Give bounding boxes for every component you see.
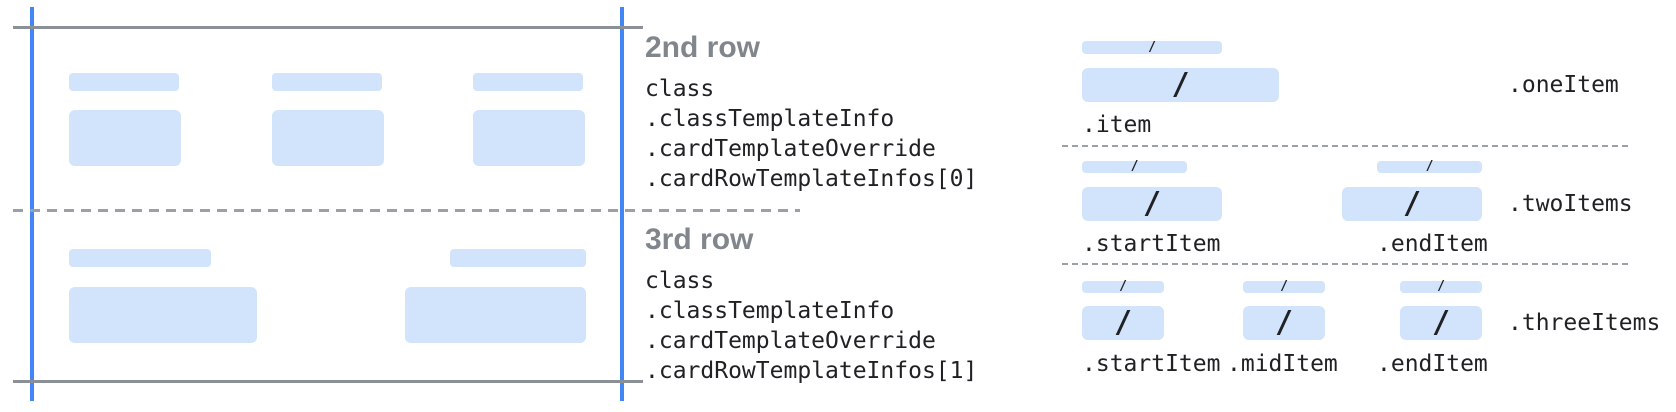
slash-glyph: / [1113, 305, 1133, 340]
third-row-description: 3rd row class .classTemplateInfo .cardTe… [645, 222, 1065, 386]
slash-glyph: / [1142, 186, 1162, 221]
item-value-bar: / [1243, 306, 1325, 340]
layout-name-label: .twoItems [1508, 191, 1633, 217]
card-field-value-skeleton [405, 287, 586, 343]
card-field-label-skeleton [69, 73, 179, 91]
card-field-label-skeleton [473, 73, 583, 91]
card-field-label-skeleton [272, 73, 382, 91]
slash-glyph: / [1431, 305, 1451, 340]
section-divider-dashed-line [1062, 145, 1632, 147]
item-label-bar: / [1082, 159, 1187, 174]
class-path-line: .classTemplateInfo [645, 106, 895, 132]
card-field-value-skeleton [69, 287, 257, 343]
slash-glyph: / [1437, 279, 1445, 294]
item-value-bar: / [1342, 187, 1482, 221]
item-label-bar: / [1400, 279, 1482, 294]
row-heading: 3rd row [645, 223, 754, 256]
class-path-line: .cardRowTemplateInfos[1] [645, 358, 978, 384]
card-top-boundary-line [13, 26, 643, 29]
section-divider-dashed-line [1062, 263, 1632, 265]
card-field-value-skeleton [272, 110, 384, 166]
layout-name-label: .threeItems [1508, 310, 1661, 336]
card-right-guide-line [620, 7, 624, 401]
slash-glyph: / [1280, 279, 1288, 294]
card-bottom-boundary-line [13, 380, 643, 383]
item-path-label: .startItem [1082, 231, 1221, 257]
card-row-divider-dashed-line [13, 209, 800, 212]
layout-name-label: .oneItem [1508, 72, 1619, 98]
class-path-line: .cardRowTemplateInfos[0] [645, 166, 978, 192]
item-path-label: .midItem [1227, 351, 1338, 377]
class-path-line: .classTemplateInfo [645, 298, 895, 324]
slash-glyph: / [1119, 279, 1127, 294]
item-path-label: .endItem [1377, 231, 1488, 257]
card-field-label-skeleton [69, 249, 211, 267]
item-path-label: .startItem [1082, 351, 1221, 377]
class-path-line: class [645, 76, 715, 102]
class-path-line: .cardTemplateOverride [645, 136, 936, 162]
item-label-bar: / [1082, 279, 1164, 294]
item-path-label: .item [1082, 112, 1152, 138]
item-label-bar: / [1243, 279, 1325, 294]
item-value-bar: / [1400, 306, 1482, 340]
item-value-bar: / [1082, 306, 1164, 340]
item-label-bar: / [1377, 159, 1482, 174]
second-row-description: 2nd row class .classTemplateInfo .cardTe… [645, 30, 1065, 194]
class-path-line: class [645, 268, 715, 294]
item-value-bar: / [1082, 68, 1279, 102]
card-field-value-skeleton [473, 110, 585, 166]
card-left-guide-line [30, 7, 34, 401]
slash-glyph: / [1402, 186, 1422, 221]
item-path-label: .endItem [1377, 351, 1488, 377]
item-label-bar: / [1082, 41, 1222, 54]
slash-glyph: / [1171, 67, 1190, 102]
item-value-bar: / [1082, 187, 1222, 221]
class-path-line: .cardTemplateOverride [645, 328, 936, 354]
row-heading: 2nd row [645, 31, 761, 64]
slash-glyph: / [1274, 305, 1294, 340]
card-field-label-skeleton [450, 249, 586, 267]
slash-glyph: / [1425, 159, 1434, 174]
slash-glyph: / [1130, 159, 1139, 174]
card-field-value-skeleton [69, 110, 181, 166]
slash-glyph: / [1148, 39, 1156, 55]
